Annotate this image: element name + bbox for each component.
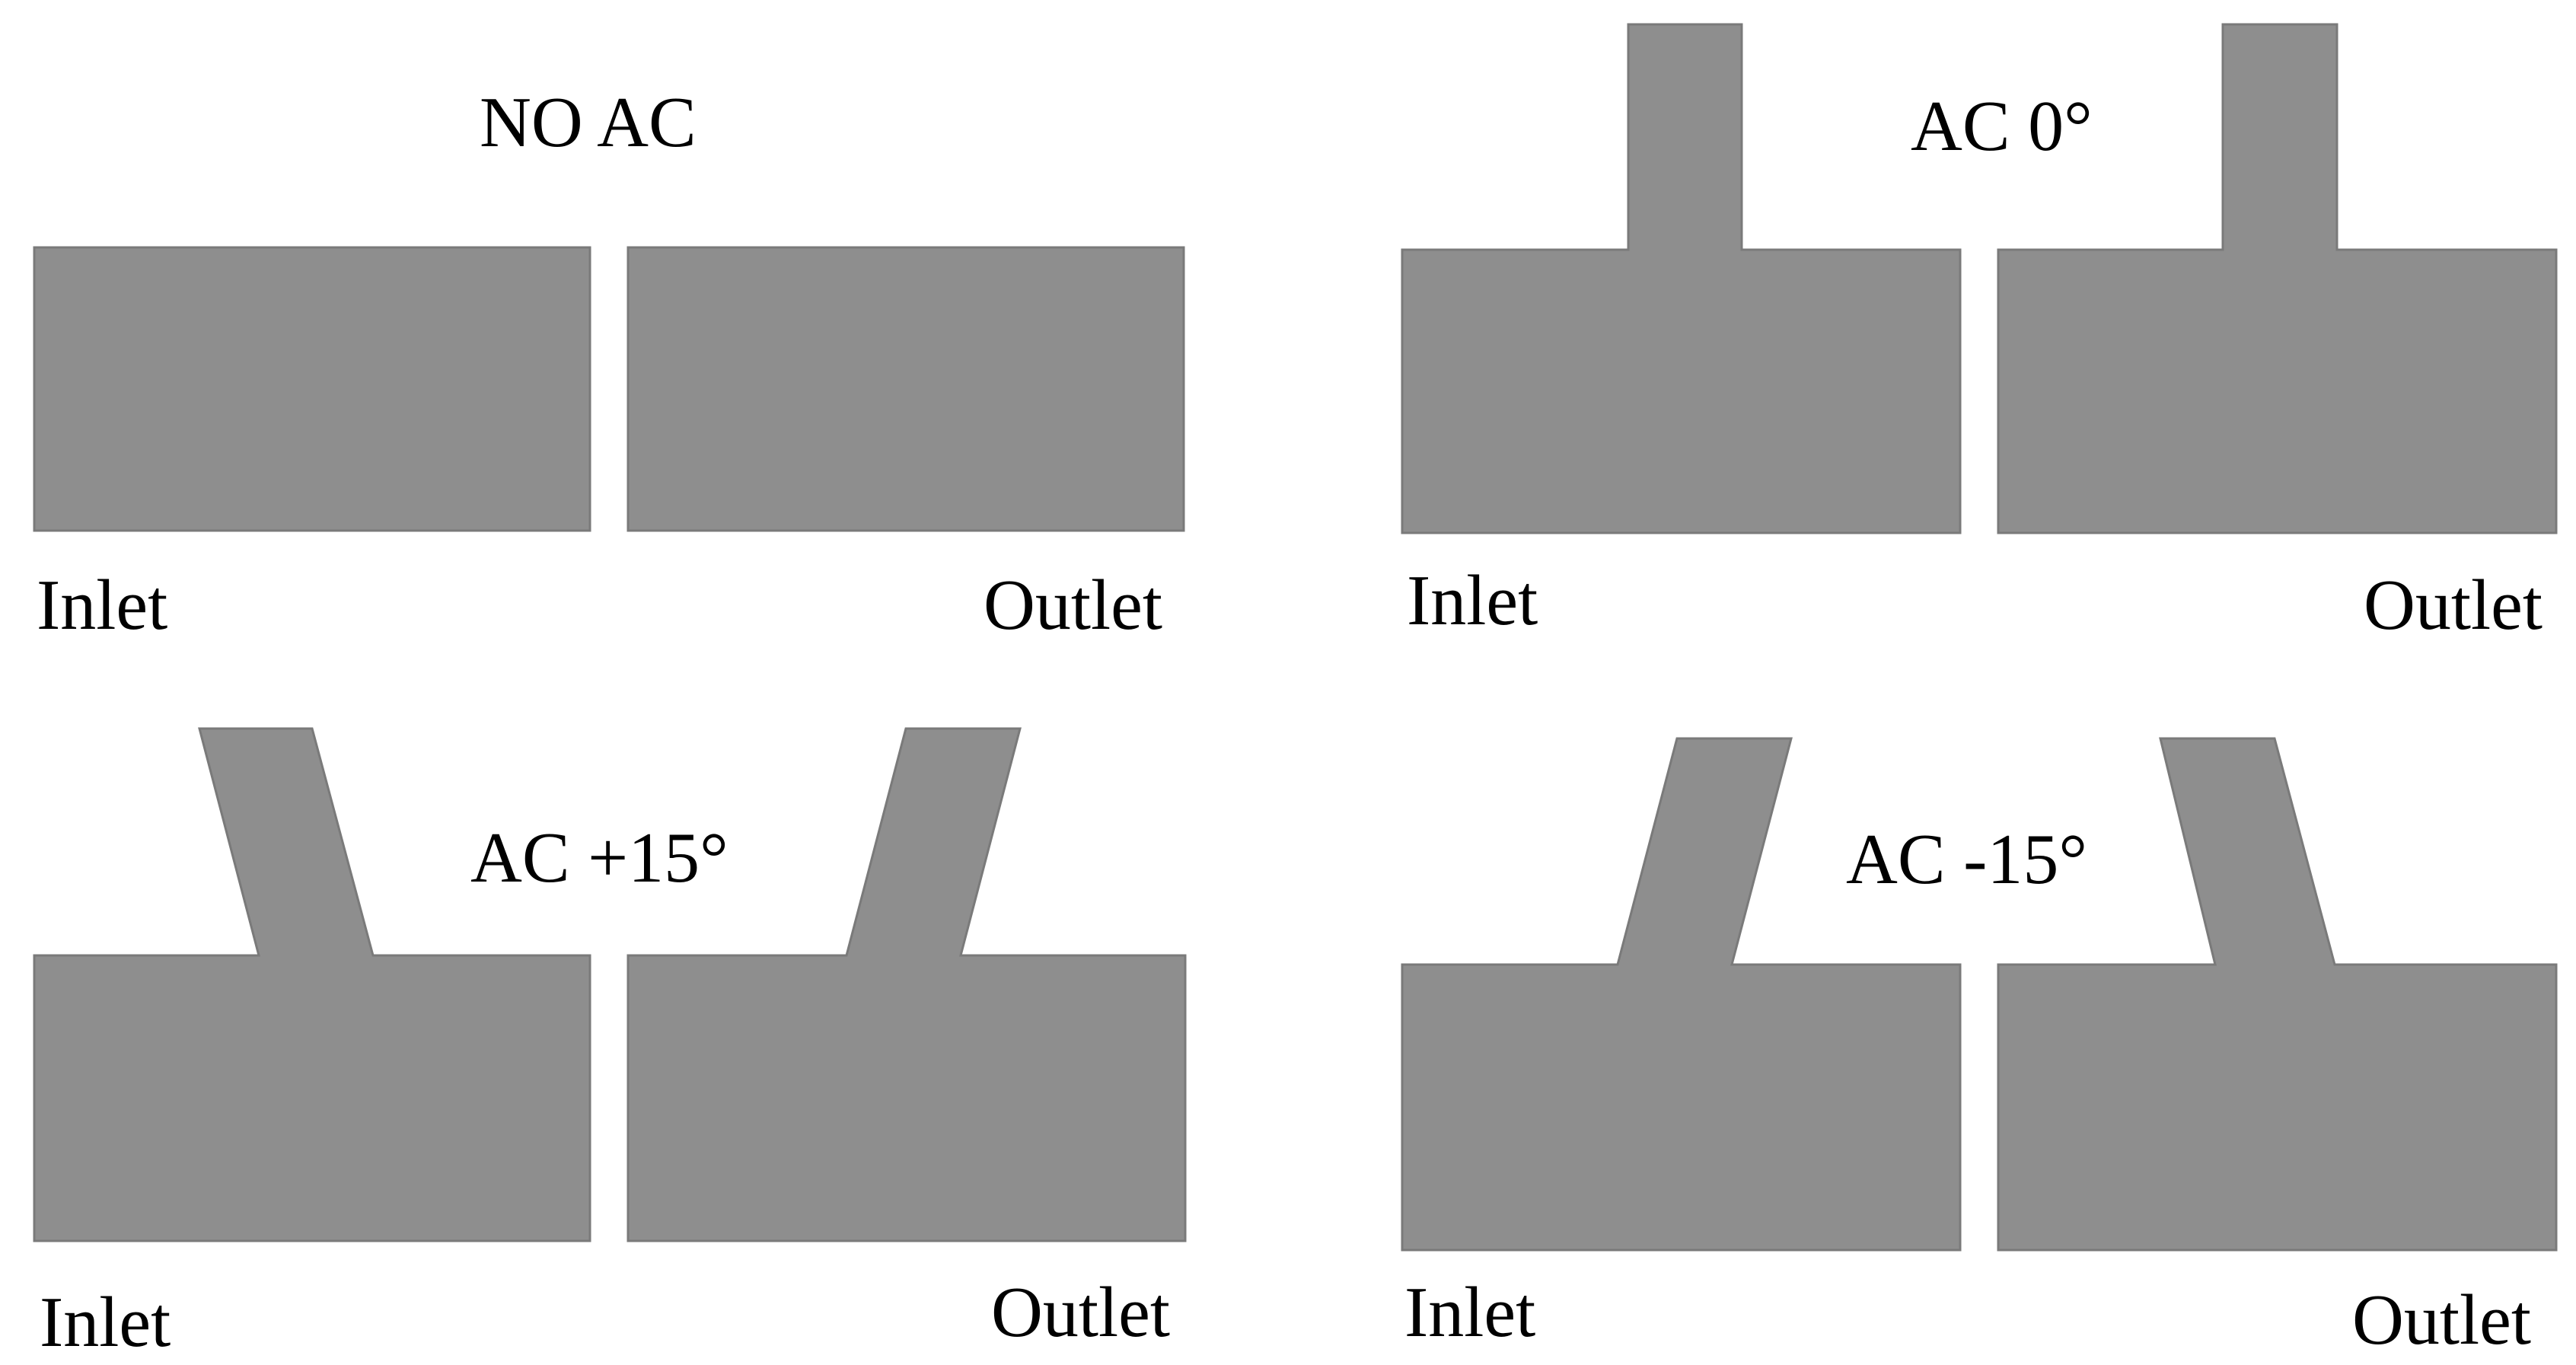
inlet-chamber-with-channel [1401,737,1962,1252]
inlet-chamber-with-channel [33,727,591,1242]
outlet-chamber [626,246,1185,532]
panel-caption: NO AC [480,83,697,162]
panel-caption: AC +15° [470,818,728,898]
outlet-label: Outlet [2364,566,2543,645]
panel-ac-0: AC 0° Inlet Outlet [1401,23,2558,645]
panel-ac-minus-15: AC -15° Inlet Outlet [1401,737,2558,1360]
panel-caption: AC 0° [1911,87,2093,166]
outlet-chamber-with-channel [1997,23,2558,534]
outlet-label: Outlet [984,566,1162,645]
inlet-chamber-with-channel [1401,23,1962,534]
inlet-label: Inlet [40,1283,171,1362]
outlet-chamber-with-channel [626,727,1187,1242]
panel-no-ac: NO AC Inlet Outlet [33,83,1185,645]
panel-caption: AC -15° [1846,820,2087,899]
inlet-chamber [33,246,591,532]
panel-ac-plus-15: AC +15° Inlet Outlet [33,727,1187,1362]
inlet-label: Inlet [1404,1273,1535,1352]
outlet-label: Outlet [2352,1280,2531,1360]
inlet-label: Inlet [37,566,167,645]
outlet-label: Outlet [991,1273,1170,1352]
inlet-label: Inlet [1407,561,1538,640]
outlet-chamber-with-channel [1997,737,2558,1252]
